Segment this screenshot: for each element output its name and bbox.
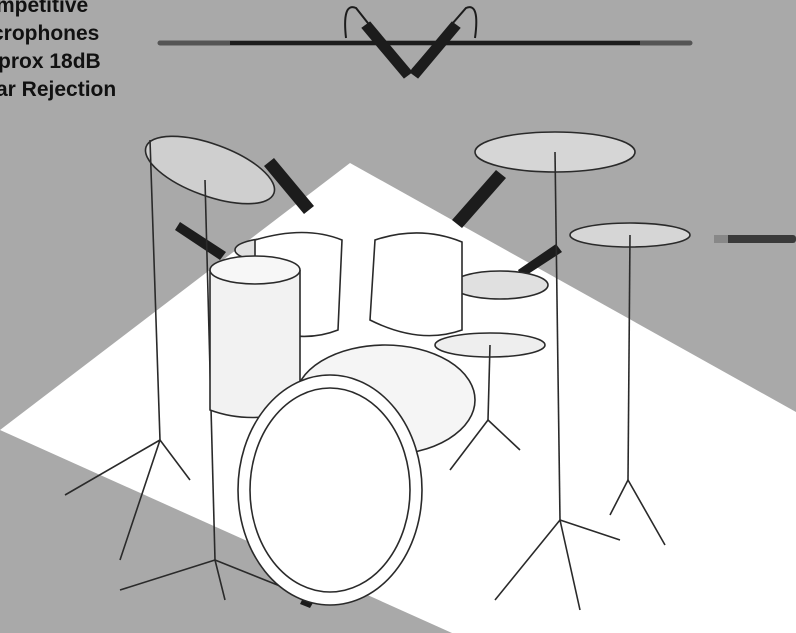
microphone-icon [714, 235, 796, 243]
caption-line: ar Rejection [0, 76, 116, 104]
caption-line: prox 18dB [0, 48, 116, 76]
caption-line: crophones [0, 20, 116, 48]
caption-line: mpetitive [0, 0, 116, 20]
caption-text: mpetitive crophones prox 18dB ar Rejecti… [0, 0, 116, 104]
overhead-mic-rig [160, 7, 690, 78]
